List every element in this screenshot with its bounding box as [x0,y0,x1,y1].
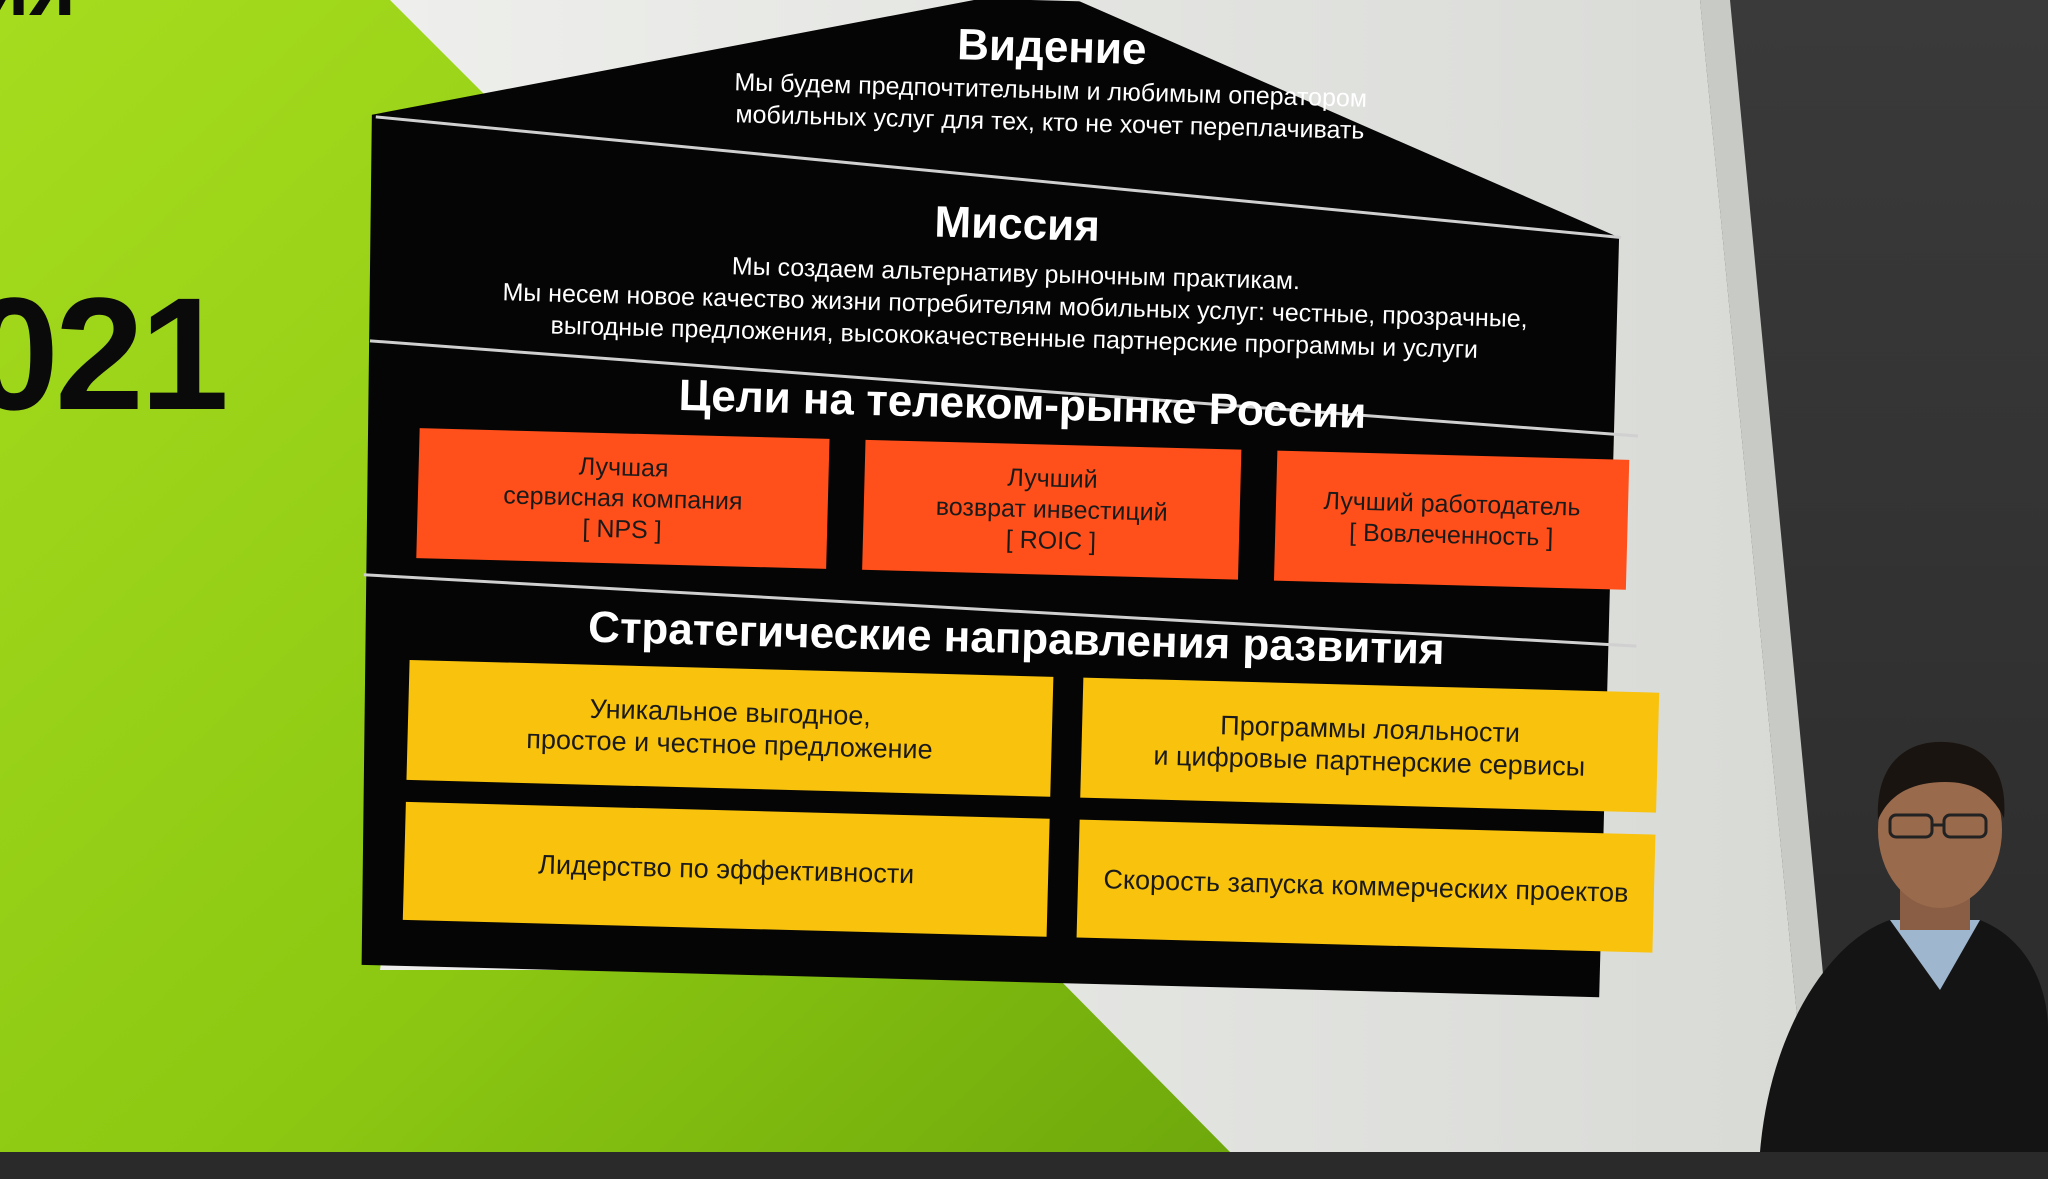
mission-divider [369,339,1638,438]
presenter-collar [1890,920,1980,990]
goals-divider [363,573,1637,648]
presenter-body [1760,920,2048,1152]
goal-1-line-2: сервисная компания [502,480,743,516]
goal-2-line-2: возврат инвестиций [935,492,1169,527]
mission-section: Миссия Мы создаем альтернативу рыночным … [474,184,1558,368]
direction-launch-speed: Скорость запуска коммерческих проектов [1076,819,1656,953]
vision-section: Видение Мы будем предпочтительным и люби… [650,10,1453,149]
roof-divider [375,115,1622,240]
goal-3-line-2: [ Вовлеченность ] [1348,518,1554,552]
year-fragment: 021 [0,264,229,443]
directions-grid: Уникальное выгодное, простое и честное п… [402,659,1660,953]
goal-2-line-1: Лучший [1007,463,1099,494]
screen-edge [1700,0,1840,1152]
presenter [1760,741,2048,1152]
screen-green-area [0,0,1230,1152]
presenter-head [1878,752,2002,908]
goal-best-roi: Лучший возврат инвестиций [ ROIC ] [862,439,1242,580]
goal-best-service: Лучшая сервисная компания [ NPS ] [416,428,830,569]
direction-3-line-1: Лидерство по эффективности [537,849,915,890]
goal-1-line-1: Лучшая [578,451,669,483]
goal-2-line-3: [ ROIC ] [1005,525,1097,556]
direction-2-line-2: и цифровые партнерские сервисы [1153,740,1586,782]
presenter-hair [1877,741,2005,820]
direction-unique-offer: Уникальное выгодное, простое и честное п… [406,659,1054,797]
direction-efficiency: Лидерство по эффективности [402,801,1050,937]
direction-loyalty: Программы лояльности и цифровые партнерс… [1080,677,1660,813]
corner-fragment: ия [0,0,76,34]
direction-4-line-1: Скорость запуска коммерческих проектов [1103,864,1629,908]
direction-1-line-2: простое и честное предложение [525,724,934,765]
goal-best-employer: Лучший работодатель [ Вовлеченность ] [1273,450,1630,590]
goal-1-line-3: [ NPS ] [582,513,663,545]
